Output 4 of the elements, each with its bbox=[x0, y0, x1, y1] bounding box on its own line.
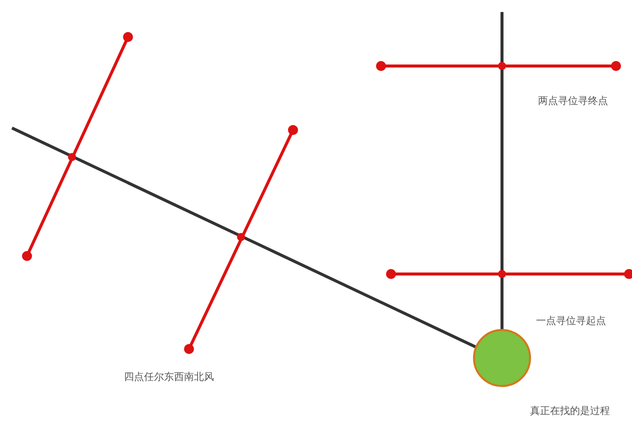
text-label: 一点寻位寻起点 bbox=[536, 314, 606, 328]
text-label: 真正在找的是过程 bbox=[530, 404, 610, 418]
text-label: 两点寻位寻终点 bbox=[538, 94, 608, 108]
text-label: 四点任尔东西南北风 bbox=[124, 370, 214, 384]
